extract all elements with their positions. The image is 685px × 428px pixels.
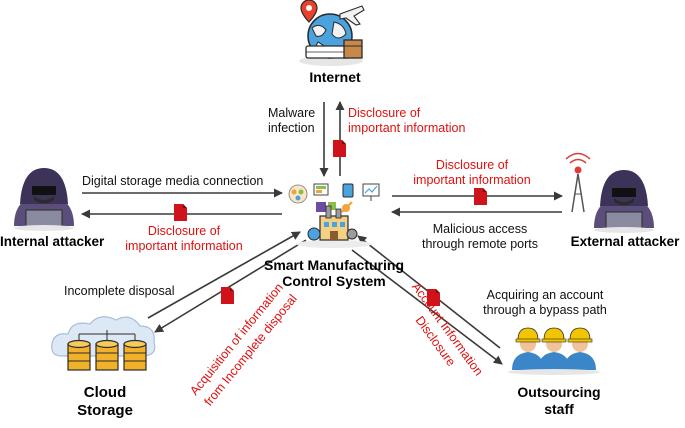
edge-label-incomplete-disposal: Incomplete disposal [64, 284, 175, 298]
node-label-internet: Internet [309, 69, 361, 85]
arrow-acquisition [154, 239, 307, 333]
worker-icon [564, 327, 596, 370]
edge-label-malware-2: infection [268, 121, 315, 135]
arrow-account-disclosure [351, 249, 503, 365]
cloud-storage-icon [51, 316, 156, 371]
node-label-cloud-storage-2: Storage [77, 402, 133, 419]
edge-label-internet-disclosure: Disclosure of [348, 106, 421, 120]
document-icon [474, 188, 487, 205]
node-label-outsourcing-staff-2: staff [544, 401, 574, 417]
edge-label-digital-storage: Digital storage media connection [82, 174, 264, 188]
worker-icon [512, 327, 544, 370]
edge-label-acquiring-account: Acquiring an account [486, 288, 604, 302]
monitor-icon [313, 183, 329, 196]
document-icon [427, 289, 440, 306]
edge-label-external-disclosure: Disclosure of [435, 158, 509, 172]
edge-label-internet-disclosure-2: important information [348, 121, 466, 135]
smart-manufacturing-icon [288, 183, 380, 248]
document-icon [174, 204, 187, 221]
internal-attacker-icon [14, 168, 74, 231]
antenna-icon [565, 152, 591, 213]
database-icon [123, 339, 147, 371]
edge-label-malicious-access-2: through remote ports [421, 237, 539, 251]
document-icons [174, 140, 487, 306]
edge-label-acquiring-account-2: through a bypass path [483, 303, 607, 317]
node-label-cloud-storage: Cloud [83, 384, 127, 401]
node-label-external-attacker: External attacker [570, 234, 680, 249]
node-label-outsourcing-staff: Outsourcing [517, 384, 601, 400]
factory-icon [307, 205, 358, 241]
edge-label-external-disclosure-2: important information [413, 173, 531, 187]
edge-label-malicious-access: Malicious access [432, 222, 528, 236]
node-label-internal-attacker: Internal attacker [0, 234, 105, 249]
arrow-incomplete-disposal [147, 231, 301, 319]
people-network-icon [288, 184, 308, 204]
internet-icon [299, 0, 365, 66]
node-label-center: Smart Manufacturing [263, 257, 404, 273]
outsourcing-staff-icon [508, 327, 600, 375]
worker-icon [538, 327, 570, 370]
edge-label-internal-disclosure: Disclosure of [147, 224, 221, 238]
document-icon [333, 140, 346, 157]
document-icon [221, 287, 234, 304]
database-icon [67, 339, 91, 371]
edge-label-internal-disclosure-2: important information [125, 239, 243, 253]
database-icon [95, 339, 119, 371]
tablet-icon [342, 183, 354, 198]
edge-label-malware: Malware [268, 106, 316, 120]
external-attacker-icon [565, 152, 654, 233]
node-label-center-2: Control System [282, 273, 386, 289]
